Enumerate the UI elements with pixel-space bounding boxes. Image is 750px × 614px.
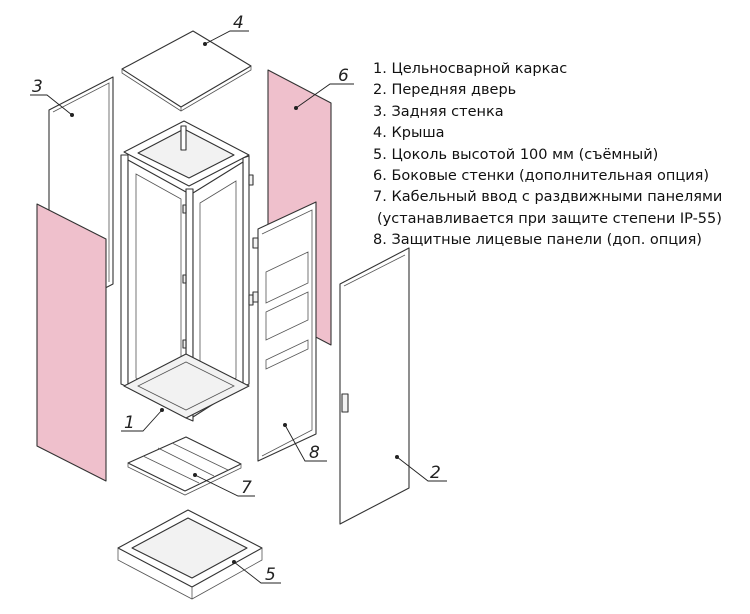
legend-item: 7. Кабельный ввод с раздвижными панелями — [373, 187, 722, 208]
legend-item-text: 6. Боковые стенки (дополнительная опция) — [373, 168, 710, 185]
legend-item-text: 1. Цельносварной каркас — [373, 61, 568, 77]
legend-item-text: (устанавливается при защите степени IP-5… — [377, 210, 722, 227]
callout-3: 3 — [32, 77, 43, 97]
legend-item-text: 3. Задняя стенка — [373, 103, 504, 120]
front-panels-part — [252, 201, 317, 462]
legend-item: 8. Защитные лицевые панели (доп. опция) — [373, 230, 722, 251]
legend-item: 4. Крыша — [373, 123, 722, 144]
callout-7: 7 — [241, 478, 252, 498]
legend-item-text: 4. Крыша — [373, 125, 445, 142]
legend-item-text: 8. Защитные лицевые панели (доп. опция) — [373, 232, 702, 249]
left-side-wall-part — [36, 203, 107, 482]
leader-lines — [30, 30, 447, 584]
callout-8: 8 — [309, 443, 320, 463]
callout-2: 2 — [430, 463, 441, 483]
legend-item-text: 5. Цоколь высотой 100 мм (съёмный) — [373, 146, 659, 163]
legend-item-text: 7. Кабельный ввод с раздвижными панелями — [373, 189, 723, 206]
cable-entry-part — [127, 436, 242, 496]
legend-item: 1. Цельносварной каркас — [373, 59, 722, 80]
callout-1: 1 — [124, 413, 135, 433]
callout-6: 6 — [338, 66, 349, 86]
legend-item-highlighted: 6. Боковые стенки (дополнительная опция) — [368, 166, 722, 187]
callout-4: 4 — [233, 13, 244, 33]
front-door-part — [339, 247, 410, 525]
legend-item: 2. Передняя дверь — [373, 80, 722, 101]
callout-5: 5 — [265, 565, 276, 585]
callout-numbers: 4 3 6 1 8 2 7 5 — [32, 13, 441, 585]
legend-item: 5. Цоколь высотой 100 мм (съёмный) — [373, 145, 722, 166]
roof-part — [121, 30, 252, 112]
legend-item: 3. Задняя стенка — [373, 102, 722, 123]
parts-legend: 1. Цельносварной каркас 2. Передняя двер… — [368, 59, 722, 252]
plinth-part — [117, 509, 263, 600]
legend-item-text: 2. Передняя дверь — [373, 82, 517, 99]
legend-item-continuation: (устанавливается при защите степени IP-5… — [373, 209, 722, 230]
frame-part — [120, 120, 254, 422]
